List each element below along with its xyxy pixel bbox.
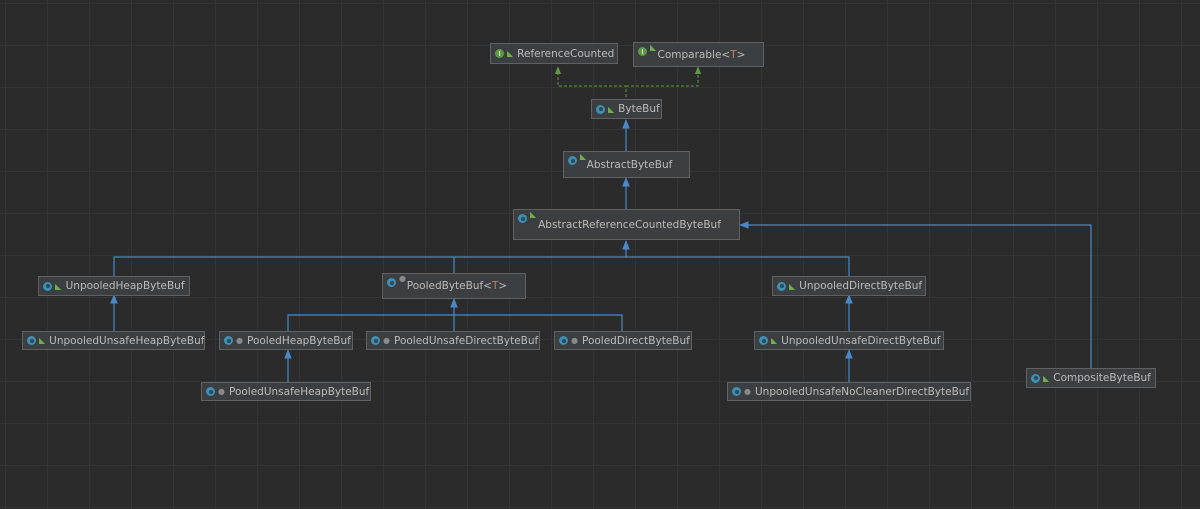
public-visibility-icon: ◣: [507, 49, 514, 58]
interface-icon: [495, 49, 504, 58]
node-pooled-unsafe-direct-byte-buf[interactable]: ● PooledUnsafeDirectByteBuf: [366, 331, 540, 350]
abstract-class-icon: [568, 156, 577, 165]
node-unpooled-unsafe-no-cleaner-direct-byte-buf[interactable]: ● UnpooledUnsafeNoCleanerDirectByteBuf: [727, 382, 971, 401]
node-label: UnpooledHeapByteBuf: [65, 280, 185, 292]
node-pooled-direct-byte-buf[interactable]: ● PooledDirectByteBuf: [554, 331, 692, 350]
node-label: PooledByteBuf<T>: [406, 280, 508, 292]
package-visibility-icon: ●: [236, 336, 243, 345]
public-visibility-icon: ◣: [650, 43, 657, 52]
package-visibility-icon: ●: [218, 387, 225, 396]
public-visibility-icon: ◣: [1043, 373, 1050, 383]
node-label: CompositeByteBuf: [1053, 372, 1151, 384]
edge-pooleddirect-pooledbytebuf: [454, 314, 623, 331]
node-composite-byte-buf[interactable]: ◣ CompositeByteBuf: [1026, 368, 1156, 388]
public-visibility-icon: ◣: [580, 152, 587, 161]
package-visibility-icon: ●: [383, 336, 390, 345]
class-icon: [224, 336, 233, 345]
package-visibility-icon: ●: [571, 336, 578, 345]
node-label: PooledUnsafeHeapByteBuf: [228, 385, 370, 398]
node-label: UnpooledUnsafeHeapByteBuf: [49, 334, 205, 347]
node-label: ByteBuf: [618, 103, 660, 115]
abstract-class-icon: [387, 278, 396, 287]
node-reference-counted[interactable]: ◣ ReferenceCounted: [490, 43, 618, 64]
node-label: PooledHeapByteBuf: [246, 334, 351, 347]
edge-pooledheap-pooledbytebuf: [287, 298, 458, 331]
final-class-icon: [559, 336, 568, 345]
node-unpooled-direct-byte-buf[interactable]: ◣ UnpooledDirectByteBuf: [772, 276, 926, 296]
edge-bytebuf-comparable: [626, 66, 702, 87]
node-pooled-unsafe-heap-byte-buf[interactable]: ● PooledUnsafeHeapByteBuf: [201, 382, 371, 401]
node-pooled-byte-buf[interactable]: ● PooledByteBuf<T>: [382, 273, 526, 299]
class-icon: [43, 281, 52, 291]
public-visibility-icon: ◣: [39, 336, 46, 345]
node-abstract-byte-buf[interactable]: ◣ AbstractByteBuf: [563, 151, 690, 178]
public-visibility-icon: ◣: [771, 336, 778, 345]
node-label: UnpooledUnsafeNoCleanerDirectByteBuf: [754, 385, 970, 398]
class-icon: [27, 336, 36, 345]
class-icon: [1031, 373, 1040, 383]
node-abstract-reference-counted-byte-buf[interactable]: ◣ AbstractReferenceCountedByteBuf: [513, 209, 740, 240]
abstract-class-icon: [596, 104, 605, 114]
node-label: AbstractByteBuf: [586, 158, 673, 171]
node-unpooled-heap-byte-buf[interactable]: ◣ UnpooledHeapByteBuf: [38, 276, 190, 296]
public-visibility-icon: ◣: [530, 210, 537, 219]
node-label: PooledUnsafeDirectByteBuf: [393, 334, 539, 347]
package-visibility-icon: ●: [744, 387, 751, 396]
node-label: AbstractReferenceCountedByteBuf: [538, 218, 721, 231]
edge-composite-arcbytebuf: [739, 221, 1092, 368]
node-label: Comparable<T>: [657, 48, 746, 61]
node-label: PooledDirectByteBuf: [581, 334, 690, 347]
node-label: UnpooledUnsafeDirectByteBuf: [781, 334, 941, 347]
class-icon: [759, 336, 768, 345]
node-pooled-heap-byte-buf[interactable]: ● PooledHeapByteBuf: [219, 331, 353, 350]
edge-unpooleddirect-arcbytebuf: [626, 256, 850, 277]
class-icon: [732, 387, 741, 396]
edge-unpooledheap-arcbytebuf: [113, 240, 630, 277]
public-visibility-icon: ◣: [608, 104, 615, 114]
public-visibility-icon: ◣: [789, 281, 796, 291]
final-class-icon: [371, 336, 380, 345]
abstract-class-icon: [518, 214, 527, 223]
node-label: UnpooledDirectByteBuf: [799, 280, 923, 292]
edge-bytebuf-referencecounted: [554, 66, 627, 102]
class-icon: [777, 281, 786, 291]
node-unpooled-unsafe-heap-byte-buf[interactable]: ◣ UnpooledUnsafeHeapByteBuf: [22, 331, 205, 350]
public-visibility-icon: ◣: [55, 281, 62, 291]
node-unpooled-unsafe-direct-byte-buf[interactable]: ◣ UnpooledUnsafeDirectByteBuf: [754, 331, 944, 350]
package-visibility-icon: ●: [399, 274, 406, 283]
final-class-icon: [206, 387, 215, 396]
node-label: ReferenceCounted: [517, 47, 615, 60]
node-byte-buf[interactable]: ◣ ByteBuf: [591, 99, 662, 119]
node-comparable[interactable]: ◣ Comparable<T>: [633, 42, 764, 67]
interface-icon: [638, 47, 647, 56]
